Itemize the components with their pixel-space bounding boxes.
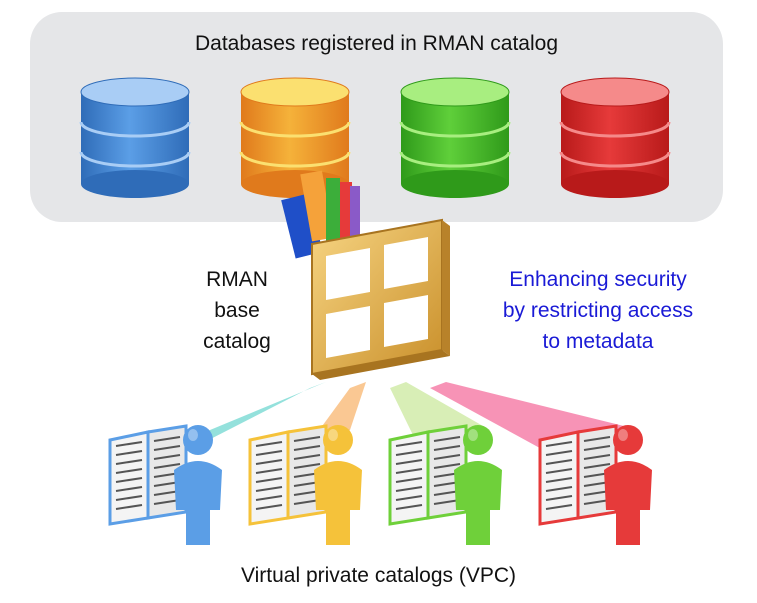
security-line-1: Enhancing security	[509, 268, 687, 291]
base-catalog-line-3: catalog	[203, 330, 271, 353]
database-icon	[79, 77, 191, 198]
access-beam	[390, 382, 490, 470]
database-icon	[399, 77, 511, 198]
user-icon	[314, 425, 362, 545]
catalog-book-icon	[108, 424, 188, 526]
user-icon	[174, 425, 222, 545]
panel-title: Databases registered in RMAN catalog	[194, 32, 558, 55]
vpc-group	[108, 424, 652, 545]
user-icon	[454, 425, 502, 545]
security-label: Enhancing security by restricting access…	[478, 264, 718, 357]
user-icon	[604, 425, 652, 545]
vpc-icon	[108, 424, 222, 545]
catalog-book-icon	[388, 424, 468, 526]
database-group	[79, 77, 671, 198]
vpc-icon	[248, 424, 362, 545]
security-line-2: by restricting access	[502, 299, 694, 322]
vpc-label: Virtual private catalogs (VPC)	[240, 564, 517, 587]
vpc-icon	[388, 424, 502, 545]
rman-base-catalog-label: RMAN base catalog	[182, 264, 292, 357]
vpc-icon	[538, 424, 652, 545]
database-icon	[559, 77, 671, 198]
rman-base-catalog-frame	[311, 218, 450, 380]
base-catalog-line-1: RMAN	[206, 268, 268, 291]
books-icon	[281, 170, 360, 259]
security-line-3: to metadata	[542, 330, 654, 353]
base-catalog-line-2: base	[214, 299, 260, 322]
